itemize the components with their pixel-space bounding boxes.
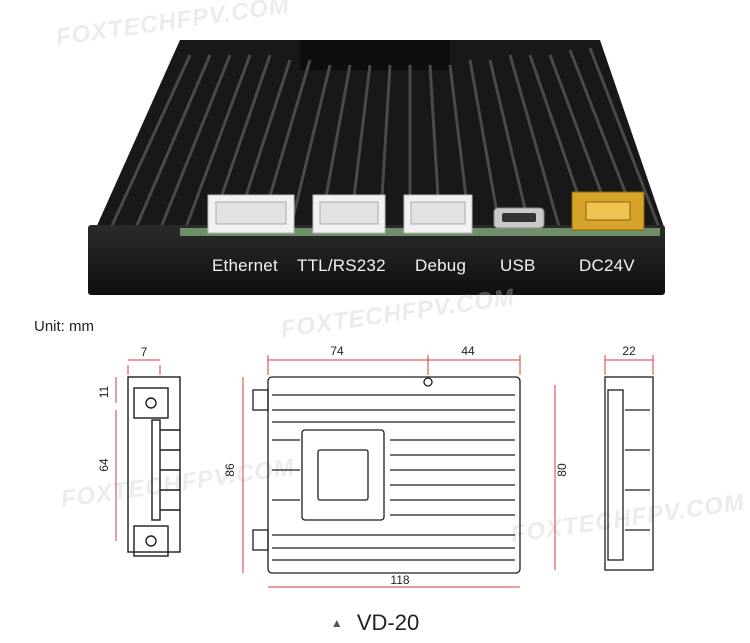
dim-top-total-width: 118 [390,573,409,587]
usb-connector [493,207,545,229]
caption: ▲ VD-20 [0,610,750,636]
port-label-ttl: TTL/RS232 [297,256,386,275]
dim-side-top-offset: 11 [97,385,111,398]
port-label-debug: Debug [415,256,467,275]
dim-side-height: 64 [97,458,111,472]
power-connector [571,191,645,231]
end-view [604,376,654,571]
dim-top-left-width: 74 [330,344,344,358]
dim-top-right-width: 44 [461,344,475,358]
side-view [127,376,181,557]
port-label-power: DC24V [579,256,635,275]
top-dimensions [242,355,556,588]
dim-side-width: 7 [141,345,148,359]
model-name: VD-20 [356,610,420,635]
ttl-connector [312,194,386,234]
unit-label: Unit: mm [34,318,94,335]
end-dimensions [604,355,654,375]
dim-top-right-height: 80 [555,463,569,477]
device-illustration [88,40,665,295]
port-label-usb: USB [500,256,536,275]
triangle-icon: ▲ [330,616,343,630]
dimension-drawings: 7 11 64 [0,330,750,600]
device-photo: Ethernet TTL/RS232 Debug USB DC24V [0,0,750,310]
dim-top-left-height: 86 [223,463,237,477]
port-label-ethernet: Ethernet [212,256,278,275]
top-view [252,376,521,574]
vent-plate [300,40,450,70]
debug-connector [403,194,473,234]
device-front-panel [88,225,665,295]
dim-end-depth: 22 [622,344,636,358]
side-dimensions [115,359,161,541]
ethernet-connector [207,194,295,234]
